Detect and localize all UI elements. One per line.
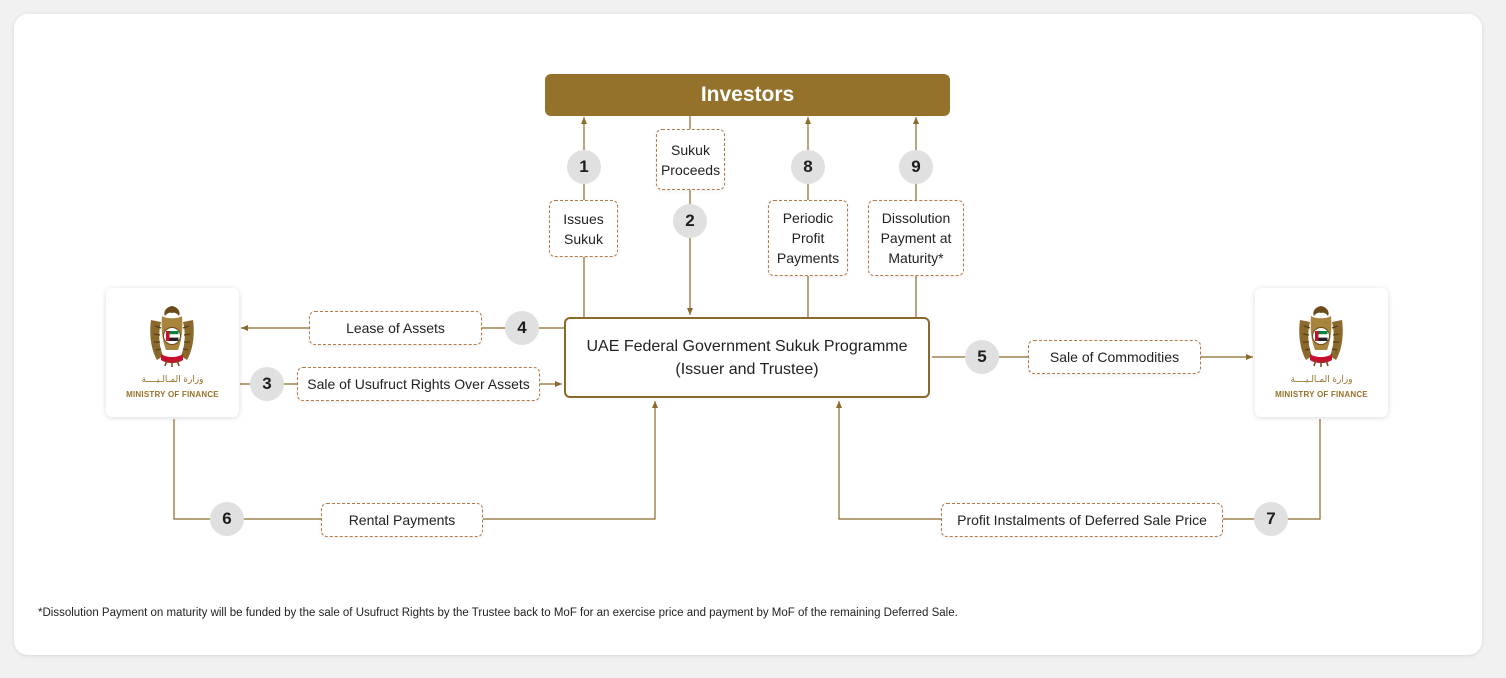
falcon-emblem-icon [150,306,194,367]
flow-line-6 [173,401,658,520]
footnote: *Dissolution Payment on maturity will be… [38,607,958,619]
mof-arabic-name: وزارة المـالـيــــة [141,374,204,384]
ministry-of-finance-logo-right: وزارة المـالـيــــة MINISTRY OF FINANCE [1255,288,1388,417]
label-periodic-profit-payments: Periodic Profit Payments [768,200,848,276]
label-dissolution-payment: Dissolution Payment at Maturity* [868,200,964,276]
step-badge-1: 1 [567,150,601,184]
step-badge-8: 8 [791,150,825,184]
flow-line-7 [836,401,1321,520]
issuer-trustee-box: UAE Federal Government Sukuk Programme (… [564,317,930,398]
ministry-of-finance-logo-left: وزارة المـالـيــــة MINISTRY OF FINANCE [106,288,239,417]
mof-english-name: MINISTRY OF FINANCE [1275,390,1368,399]
label-sale-of-commodities: Sale of Commodities [1028,340,1201,374]
investors-box: Investors [545,74,950,116]
mof-arabic-name: وزارة المـالـيــــة [1290,374,1353,384]
label-profit-instalments: Profit Instalments of Deferred Sale Pric… [941,503,1223,537]
label-sale-of-usufruct-rights: Sale of Usufruct Rights Over Assets [297,367,540,401]
step-badge-7: 7 [1254,502,1288,536]
step-badge-9: 9 [899,150,933,184]
label-lease-of-assets: Lease of Assets [309,311,482,345]
step-badge-2: 2 [673,204,707,238]
step-badge-5: 5 [965,340,999,374]
step-badge-6: 6 [210,502,244,536]
falcon-emblem-icon [1299,306,1343,367]
label-rental-payments: Rental Payments [321,503,483,537]
step-badge-3: 3 [250,367,284,401]
label-sukuk-proceeds: Sukuk Proceeds [656,129,725,190]
mof-english-name: MINISTRY OF FINANCE [126,390,219,399]
label-issues-sukuk: Issues Sukuk [549,200,618,257]
step-badge-4: 4 [505,311,539,345]
